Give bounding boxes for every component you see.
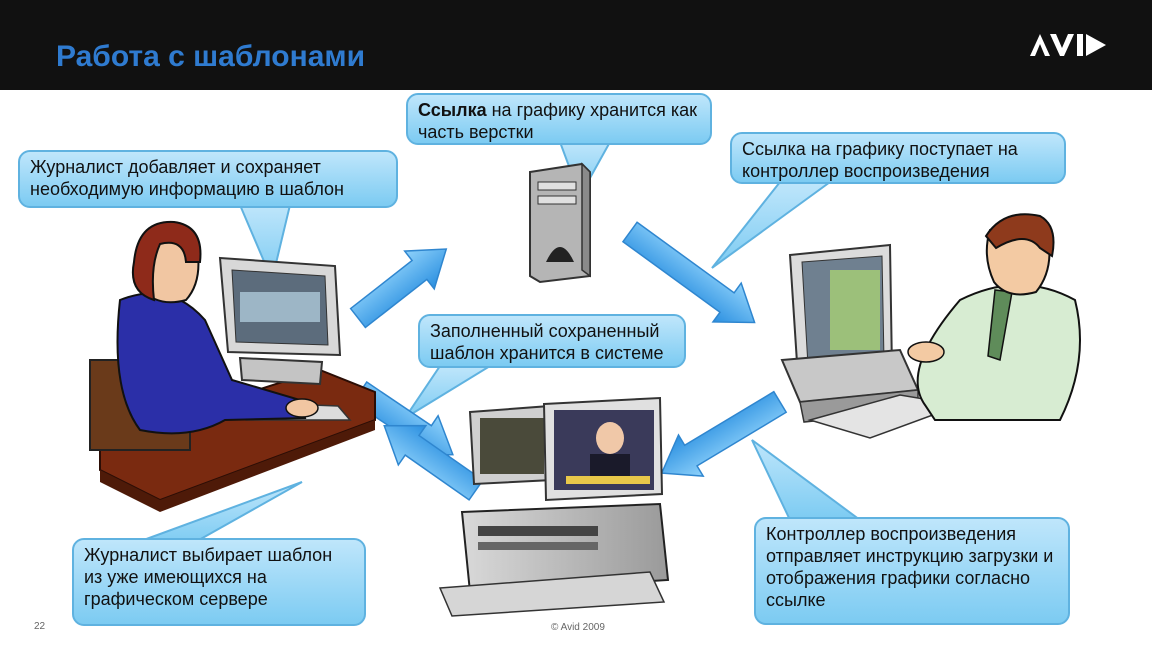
flow-arrow-icon bbox=[621, 221, 756, 324]
journalist-woman-icon bbox=[89, 220, 376, 512]
callout-template-stored: Заполненный сохраненный шаблон хранится … bbox=[418, 314, 686, 368]
callout-journalist-selects: Журналист выбирает шаблон из уже имеющих… bbox=[72, 538, 366, 626]
callout-link-stored: Ссылка на графику хранится как часть вер… bbox=[406, 93, 712, 145]
copyright: © Avid 2009 bbox=[551, 622, 605, 633]
server-tower-icon bbox=[529, 162, 591, 284]
graphics-server-icon bbox=[438, 396, 670, 617]
page-number: 22 bbox=[34, 621, 46, 632]
flow-arrow-icon bbox=[383, 424, 484, 501]
header-bar bbox=[0, 0, 1152, 90]
callout-tail-controller-sends bbox=[751, 439, 864, 521]
callout-link-stored-bold: Ссылка bbox=[418, 100, 487, 120]
callout-tail-template-stored bbox=[404, 365, 494, 419]
callout-controller-sends: Контроллер воспроизведения отправляет ин… bbox=[754, 517, 1070, 625]
flow-arrow-icon bbox=[660, 390, 788, 477]
callout-link-to-controller: Ссылка на графику поступает на контролле… bbox=[730, 132, 1066, 184]
flow-arrow-icon bbox=[349, 248, 448, 329]
callout-journalist-adds: Журналист добавляет и сохраняет необходи… bbox=[18, 150, 398, 208]
avid-logo-icon bbox=[1030, 34, 1106, 56]
slide-title: Работа с шаблонами bbox=[56, 40, 366, 73]
playout-operator-man-icon bbox=[780, 213, 1081, 439]
